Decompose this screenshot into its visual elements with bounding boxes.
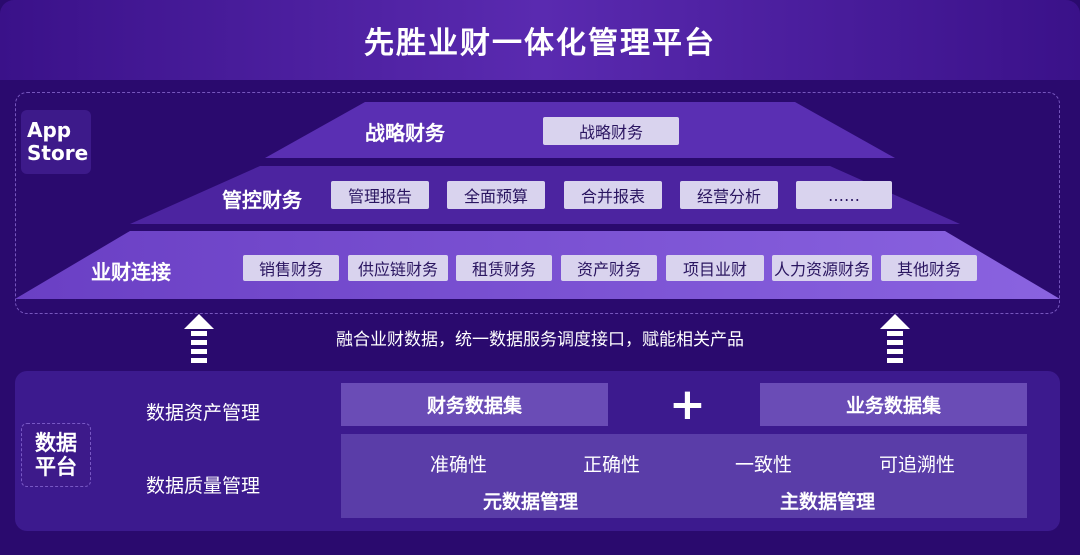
page-title: 先胜业财一体化管理平台 xyxy=(364,26,716,61)
pill-connect-0: 销售财务 xyxy=(243,255,339,281)
tier-control-shape xyxy=(130,166,960,224)
quality-item: 正确性 xyxy=(583,454,641,476)
pill-strategy-0: 战略财务 xyxy=(543,117,679,145)
data-platform-line2: 平台 xyxy=(35,455,77,479)
quality-item: 一致性 xyxy=(735,454,793,476)
app-store-frame xyxy=(15,92,1060,314)
tier-control xyxy=(130,166,960,224)
finance-dataset-box: 财务数据集 xyxy=(341,383,608,426)
up-arrow-right-icon xyxy=(880,314,910,363)
plus-icon: + xyxy=(669,379,706,430)
tier-strategy-label: 战略财务 xyxy=(365,121,445,145)
tier-control-label: 管控财务 xyxy=(222,188,302,212)
data-platform-tag: 数据 平台 xyxy=(21,423,91,487)
app-store-line2: Store xyxy=(27,141,89,165)
master-data-mgmt: 主数据管理 xyxy=(780,491,876,513)
quality-mgmt-label: 数据质量管理 xyxy=(146,475,261,497)
meta-data-mgmt: 元数据管理 xyxy=(483,491,579,513)
tier-connect-label: 业财连接 xyxy=(91,260,171,284)
up-arrow-left-icon xyxy=(184,314,214,363)
asset-mgmt-label: 数据资产管理 xyxy=(146,402,261,424)
pill-control-4: …… xyxy=(796,181,892,209)
app-store-tag: App Store xyxy=(21,110,91,174)
pill-control-2: 合并报表 xyxy=(564,181,662,209)
pill-connect-2: 租赁财务 xyxy=(456,255,552,281)
title-bar: 先胜业财一体化管理平台 xyxy=(0,0,1080,80)
quality-item: 准确性 xyxy=(430,454,488,476)
pill-connect-1: 供应链财务 xyxy=(348,255,448,281)
quality-item: 可追溯性 xyxy=(879,454,956,476)
bridge-text: 融合业财数据，统一数据服务调度接口，赋能相关产品 xyxy=(336,330,744,350)
pill-connect-5: 人力资源财务 xyxy=(772,255,872,281)
pill-control-3: 经营分析 xyxy=(680,181,778,209)
app-store-line1: App xyxy=(27,118,72,142)
pill-control-1: 全面预算 xyxy=(447,181,545,209)
data-platform-line1: 数据 xyxy=(35,430,77,455)
quality-box xyxy=(341,434,1027,518)
pill-connect-4: 项目业财 xyxy=(666,255,764,281)
pill-connect-6: 其他财务 xyxy=(881,255,977,281)
business-dataset-box: 业务数据集 xyxy=(760,383,1027,426)
pill-control-0: 管理报告 xyxy=(331,181,429,209)
pill-connect-3: 资产财务 xyxy=(561,255,657,281)
